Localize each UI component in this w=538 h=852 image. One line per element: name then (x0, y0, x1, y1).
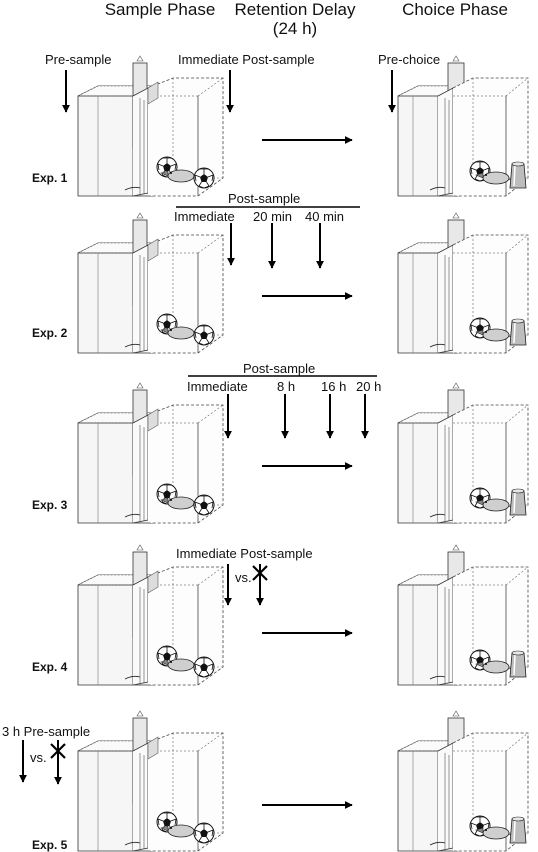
sample-phase-header: Sample Phase (104, 0, 216, 19)
exp3-sample-apparatus (78, 383, 223, 523)
exp3-label: Exp. 3 (32, 498, 68, 512)
exp1-sample-apparatus (78, 56, 223, 196)
exp2-time-40min: 40 min (305, 209, 345, 224)
exp2-choice-apparatus (398, 213, 528, 353)
exp5-choice-apparatus (398, 711, 528, 851)
exp3-time-16h: 16 h (321, 379, 347, 394)
retention-delay-duration: (24 h) (272, 19, 318, 38)
exp1-pre-sample-label: Pre-sample (45, 52, 112, 67)
exp4-sample-apparatus (78, 545, 223, 685)
exp1-choice-apparatus (398, 56, 528, 196)
exp2-sample-apparatus (78, 213, 223, 353)
exp2-post-sample-label: Post-sample (228, 191, 301, 206)
exp1-label: Exp. 1 (32, 171, 68, 185)
exp1-pre-choice-label: Pre-choice (378, 52, 441, 67)
exp5-cross-mark (50, 743, 66, 759)
exp1-immediate-post-label: Immediate Post-sample (178, 52, 315, 67)
exp5-vs-label: vs. (30, 750, 47, 765)
exp5-row (19, 711, 528, 851)
exp4-row (78, 545, 528, 685)
exp4-cross-mark (252, 565, 268, 581)
exp3-choice-apparatus (398, 383, 528, 523)
exp1-row (62, 56, 528, 196)
choice-phase-header: Choice Phase (402, 0, 508, 19)
exp4-vs-label: vs. (235, 570, 252, 585)
exp4-choice-apparatus (398, 545, 528, 685)
exp3-time-immediate: Immediate (187, 379, 248, 394)
exp4-label: Exp. 4 (32, 660, 68, 674)
exp2-label: Exp. 2 (32, 326, 68, 340)
exp2-time-20min: 20 min (253, 209, 293, 224)
retention-delay-header: Retention Delay (24 h) (220, 0, 370, 38)
exp5-sample-apparatus (78, 711, 223, 851)
exp3-time-8h: 8 h (277, 379, 296, 394)
exp3-post-sample-label: Post-sample (243, 361, 316, 376)
exp2-row (78, 206, 528, 353)
retention-delay-title: Retention Delay (234, 0, 356, 19)
exp5-pre-sample-label: 3 h Pre-sample (2, 724, 91, 739)
exp3-time-20h: 20 h (356, 379, 382, 394)
exp3-row (78, 375, 528, 523)
exp2-time-immediate: Immediate (174, 209, 235, 224)
exp5-label: Exp. 5 (32, 838, 68, 852)
exp4-immediate-post-label: Immediate Post-sample (176, 546, 313, 561)
